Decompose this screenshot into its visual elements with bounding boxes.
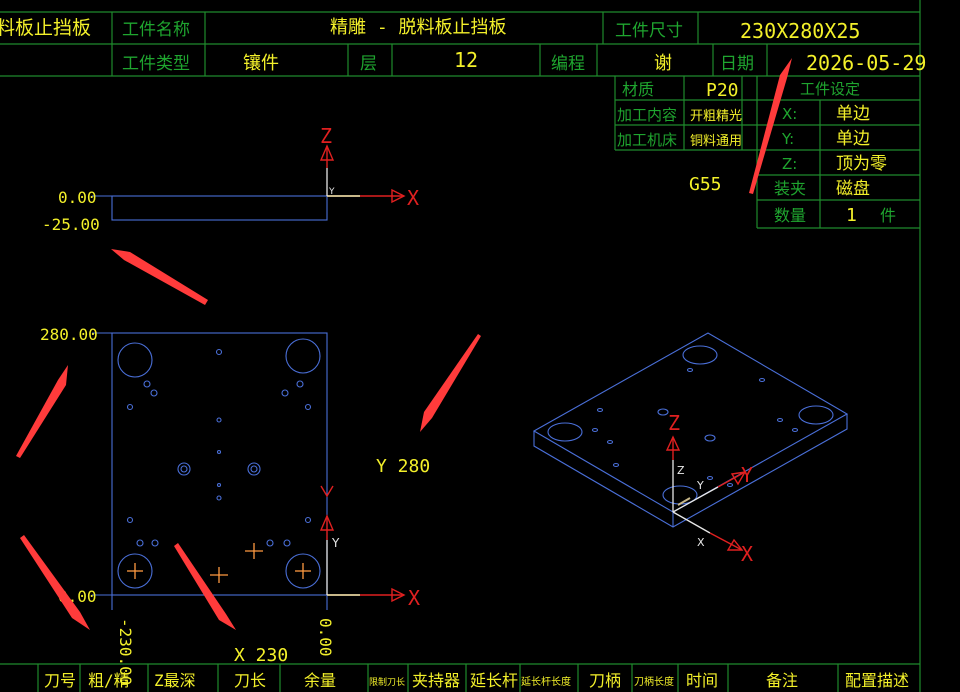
top-x-max-dim: 0.00 (316, 618, 335, 657)
footer-col-12[interactable]: 时间 (686, 671, 718, 690)
programmer-label: 编程 (551, 54, 585, 74)
annotation-arrow-2 (16, 365, 68, 458)
layer-label: 层 (360, 54, 377, 74)
x-setting-label: X: (782, 105, 797, 123)
part-type-label: 工件类型 (122, 54, 190, 74)
part-name-value: 精雕 - 脱料板止挡板 (330, 17, 507, 38)
side-axis-z-label: Z (320, 124, 332, 148)
y-setting-value: 单边 (836, 129, 870, 149)
y-setting-label: Y: (781, 130, 794, 148)
footer-col-2[interactable]: 粗/精 (88, 671, 130, 690)
iso-small-y-label: Y (696, 479, 704, 492)
isometric-view[interactable]: Z Y X Z Y X (532, 332, 849, 566)
footer-col-3[interactable]: Z最深 (154, 671, 196, 690)
annotation-arrows (16, 58, 792, 630)
title-block (0, 0, 921, 692)
iso-axis-x-label: X (741, 542, 753, 566)
workset-label: 工件设定 (800, 80, 860, 98)
footer-col-14[interactable]: 配置描述 (845, 671, 909, 690)
machine-label: 加工机床 (617, 131, 677, 149)
qty-value: 1 (846, 205, 857, 226)
footer-columns: 刀号 粗/精 Z最深 刀长 余量 限制刀长 夹持器 延长杆 延长杆长度 刀柄 刀… (44, 671, 909, 690)
iso-small-z-label: Z (677, 464, 685, 477)
side-top-dim: 0.00 (58, 188, 97, 207)
info-block (614, 76, 920, 229)
coord-system: G55 (689, 174, 722, 195)
material-label: 材质 (622, 80, 654, 99)
process-value: 开粗精光 (690, 109, 742, 124)
date-value: 2026-05-29 (806, 51, 926, 75)
side-view[interactable]: 0.00 -25.00 X Z Y (42, 124, 419, 234)
top-y-max-dim: 280.00 (40, 325, 98, 344)
x-size-label: X 230 (234, 645, 288, 666)
z-setting-value: 顶为零 (836, 154, 887, 174)
top-axis-y-label: Y (331, 536, 340, 550)
part-name-label: 工件名称 (122, 20, 190, 40)
footer-col-10[interactable]: 刀柄 (589, 671, 621, 690)
side-bottom-dim: -25.00 (42, 215, 100, 234)
part-size-value: 230X280X25 (740, 19, 860, 43)
layer-value: 12 (454, 48, 478, 72)
annotation-arrow-3 (420, 334, 481, 432)
side-axis-x-label: X (407, 186, 419, 210)
footer-col-4[interactable]: 刀长 (234, 671, 266, 690)
iso-axis-y-label: Y (741, 463, 753, 487)
top-axis-x-label: X (408, 586, 420, 610)
iso-small-x-label: X (697, 536, 705, 549)
process-label: 加工内容 (617, 106, 677, 124)
fixture-label: 装夹 (774, 179, 806, 198)
fixture-value: 磁盘 (836, 179, 870, 199)
footer-col-1[interactable]: 刀号 (44, 671, 76, 690)
footer-col-5[interactable]: 余量 (304, 671, 336, 690)
footer-col-11[interactable]: 刀柄长度 (634, 675, 674, 688)
z-setting-label: Z: (782, 155, 797, 173)
date-label: 日期 (720, 54, 754, 74)
footer-frame (0, 663, 920, 692)
footer-col-13[interactable]: 备注 (766, 671, 798, 690)
annotation-arrow-5 (174, 543, 236, 630)
part-title: 料板止挡板 (0, 17, 91, 39)
top-axis-triad: X Y (319, 485, 420, 610)
annotation-arrow-4 (20, 535, 90, 630)
programmer-value: 谢 (654, 53, 672, 74)
annotation-arrow-6 (749, 58, 792, 194)
y-size-label: Y 280 (376, 456, 430, 477)
material-value: P20 (706, 80, 739, 101)
qty-unit: 件 (880, 206, 896, 225)
machine-value: 铜料通用 (690, 134, 742, 149)
footer-col-7[interactable]: 夹持器 (412, 671, 460, 690)
footer-col-9[interactable]: 延长杆长度 (521, 675, 571, 688)
top-view[interactable]: 280.00 0.00 -230.00 0.00 Y 280 X 230 X Y (40, 325, 430, 685)
iso-axis-z-label: Z (668, 411, 680, 435)
part-type-value: 镶件 (243, 53, 279, 74)
footer-col-8[interactable]: 延长杆 (470, 671, 518, 690)
top-x-min-dim: -230.00 (116, 618, 135, 685)
part-size-label: 工件尺寸 (615, 21, 683, 41)
footer-col-6[interactable]: 限制刀长 (369, 676, 405, 688)
probe-markers (127, 543, 311, 583)
x-setting-value: 单边 (836, 104, 870, 124)
qty-label: 数量 (774, 206, 806, 225)
annotation-arrow-1 (111, 249, 208, 305)
iso-axis-triad: Z Y X Z Y X (665, 411, 753, 566)
side-axis-y-label: Y (328, 187, 335, 197)
side-axis-triad: X Z Y (319, 124, 419, 210)
